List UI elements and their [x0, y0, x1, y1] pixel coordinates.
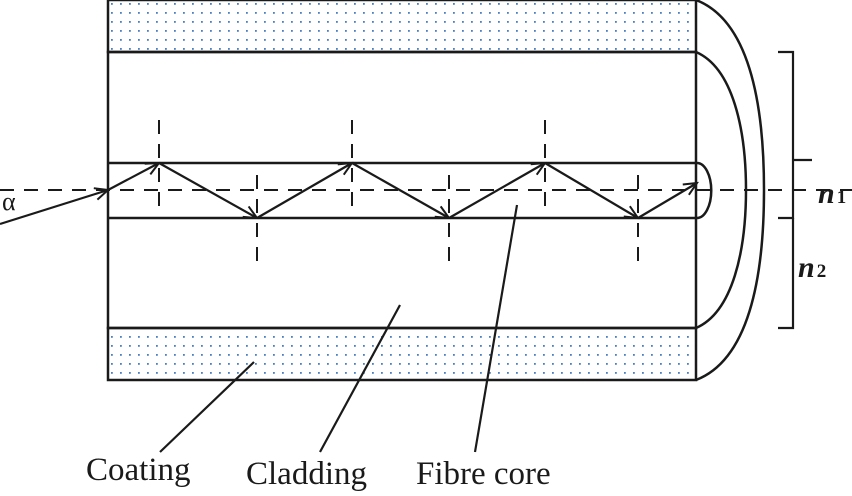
angle-alpha-label: α — [2, 187, 16, 216]
ray-segment — [448, 163, 545, 219]
coating-leader — [159, 361, 255, 453]
fibre-core-label: Fibre core — [416, 456, 551, 492]
ray-segment — [107, 163, 159, 191]
ray-segment — [158, 162, 257, 218]
n1-bracket — [778, 50, 812, 220]
ray-segment — [256, 163, 352, 219]
n1-subscript: 1 — [837, 187, 847, 208]
coating-label: Coating — [86, 452, 191, 488]
ray-segment — [637, 183, 697, 219]
coating-bottom — [106, 326, 698, 382]
coating-top — [106, 0, 698, 54]
light-ray — [0, 162, 697, 226]
n2-symbol: n — [798, 251, 815, 284]
n1-symbol: n — [818, 177, 835, 210]
cladding-label: Cladding — [246, 456, 367, 492]
incident-ray — [0, 190, 108, 226]
coating-end-cap — [695, 0, 766, 382]
ray-segment — [544, 162, 638, 218]
normal-lines — [158, 120, 639, 262]
core-leader — [473, 204, 519, 453]
n2-bracket — [778, 218, 795, 330]
fibre-core — [108, 161, 713, 220]
cladding-leader — [319, 304, 401, 453]
ray-segment — [351, 162, 449, 218]
n2-subscript: 2 — [817, 261, 827, 282]
